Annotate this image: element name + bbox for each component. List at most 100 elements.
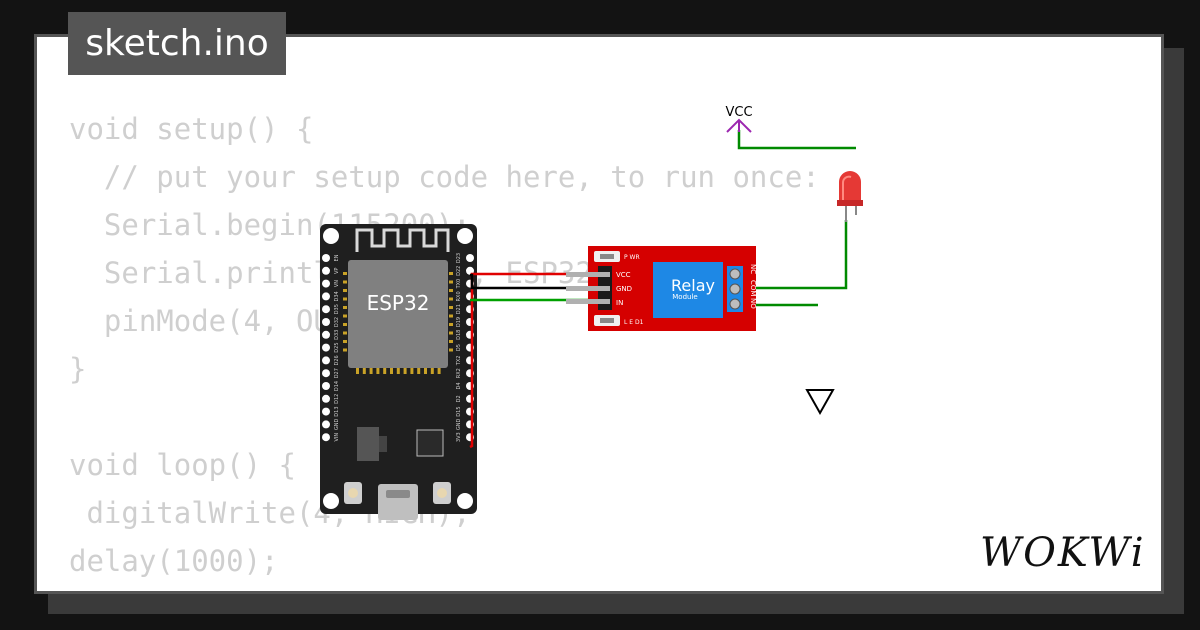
esp32-pin-left[interactable] bbox=[322, 254, 330, 262]
chip-pin bbox=[430, 368, 434, 374]
esp32-pin-left[interactable] bbox=[322, 343, 330, 352]
chip-pin bbox=[343, 314, 347, 318]
esp32-pin-label: EN bbox=[334, 254, 340, 261]
esp32-pin-label: 3V3 bbox=[456, 432, 462, 442]
chip-pin bbox=[449, 306, 453, 309]
esp32-pin-label: D14 bbox=[334, 381, 340, 391]
esp32-pin-right[interactable] bbox=[466, 254, 474, 262]
chip-pin bbox=[343, 306, 347, 309]
chip-pin bbox=[343, 289, 347, 292]
chip-pin bbox=[383, 368, 387, 374]
chip-pin bbox=[396, 368, 400, 374]
esp32-pin-label: D35 bbox=[334, 304, 340, 314]
esp32-pin-label: D18 bbox=[456, 330, 462, 340]
esp32-right-pin-labels: D23D22TX0RX0D21D19D18D5TX2RX2D4D2D15GND3… bbox=[456, 253, 462, 442]
antenna-trace bbox=[355, 228, 450, 252]
esp32-left-pin-labels: ENVPVND34D35D32D33D25D26D27D14D12D13GNDV… bbox=[334, 254, 340, 441]
red-led[interactable] bbox=[837, 171, 863, 222]
relay-box bbox=[653, 262, 723, 318]
chip-pin bbox=[376, 368, 380, 374]
vcc-symbol[interactable]: VCC bbox=[725, 105, 753, 133]
terminal-com: COM bbox=[749, 280, 757, 296]
esp32-pin-label: D15 bbox=[456, 406, 462, 416]
svg-text:WOKWi: WOKWi bbox=[980, 530, 1146, 576]
chip-pin bbox=[449, 280, 453, 284]
chip-pin bbox=[343, 297, 347, 301]
esp32-pin-left[interactable] bbox=[322, 394, 330, 403]
esp32-pin-left[interactable] bbox=[322, 407, 330, 416]
chip-pin bbox=[417, 368, 421, 374]
code-line: void loop() { bbox=[69, 448, 296, 482]
chip-pin bbox=[449, 314, 453, 318]
chip-pin bbox=[403, 368, 407, 374]
esp32-pin-label: D23 bbox=[456, 253, 462, 263]
esp32-pin-label: TX0 bbox=[456, 279, 462, 290]
code-line: } bbox=[69, 352, 87, 386]
wire-vcc-red bbox=[469, 272, 600, 449]
esp32-pin-label: RX0 bbox=[456, 291, 462, 301]
chip-pin bbox=[343, 323, 347, 326]
esp32-pin-left[interactable] bbox=[322, 318, 330, 326]
relay-title: Relay bbox=[671, 276, 715, 295]
relay-subtitle: Module bbox=[672, 293, 697, 301]
esp32-pin-label: D27 bbox=[334, 368, 340, 378]
esp32-pin-left[interactable] bbox=[322, 433, 330, 442]
wokwi-logo: WOKWi bbox=[980, 530, 1146, 576]
chip-pin bbox=[369, 368, 373, 374]
esp32-pin-label: D2 bbox=[456, 395, 462, 402]
chip-pin bbox=[356, 368, 359, 374]
ground-symbol[interactable] bbox=[805, 389, 835, 416]
relay-module[interactable]: P WR L E D1 VCC GND IN Relay Module NC C… bbox=[566, 246, 757, 331]
relay-pin-gnd: GND bbox=[616, 285, 632, 293]
esp32-pin-left[interactable] bbox=[322, 305, 330, 314]
esp32-pin-left[interactable] bbox=[322, 279, 330, 288]
esp32-pin-label: D12 bbox=[334, 394, 340, 404]
wire-gnd-black bbox=[470, 273, 600, 290]
terminal-no: NO bbox=[749, 298, 757, 309]
esp32-pin-left[interactable] bbox=[322, 356, 330, 365]
esp32-pin-left[interactable] bbox=[322, 292, 330, 301]
esp32-chip-pins bbox=[343, 272, 453, 374]
esp32-pin-left[interactable] bbox=[322, 266, 330, 275]
esp32-pin-left[interactable] bbox=[322, 330, 330, 339]
chip-pin bbox=[343, 331, 347, 335]
chip-pin bbox=[410, 368, 414, 374]
vcc-label: VCC bbox=[725, 105, 752, 120]
terminal-nc: NC bbox=[749, 264, 757, 274]
chip-pin bbox=[362, 368, 366, 374]
usb-port bbox=[378, 484, 418, 520]
esp32-pin-label: D33 bbox=[334, 330, 340, 340]
wire-com-led bbox=[738, 220, 848, 290]
code-line: digitalWrite(4, HIGH); bbox=[69, 496, 471, 530]
esp32-pin-label: D25 bbox=[334, 342, 340, 352]
esp32-pin-label: D22 bbox=[456, 266, 462, 276]
esp32-pin-label: VP bbox=[334, 268, 340, 274]
esp32-pin-label: D19 bbox=[456, 317, 462, 327]
relay-pin-vcc: VCC bbox=[616, 271, 631, 279]
esp32-pin-label: D13 bbox=[334, 406, 340, 416]
esp32-pin-label: GND bbox=[456, 419, 462, 431]
led1-label: L E D1 bbox=[624, 319, 644, 326]
chip-pin bbox=[424, 368, 427, 374]
esp32-pin-left[interactable] bbox=[322, 420, 330, 429]
esp32-pin-label: D32 bbox=[334, 317, 340, 327]
esp32-pin-label: VN bbox=[334, 280, 340, 287]
esp32-pin-left[interactable] bbox=[322, 382, 330, 390]
code-line: // put your setup code here, to run once… bbox=[69, 160, 820, 194]
esp32-pin-label: TX2 bbox=[456, 356, 462, 367]
esp32-board[interactable]: ESP32 ENVPVND34D35D32D33D25D26D27D14D12D… bbox=[320, 224, 477, 520]
chip-pin bbox=[449, 323, 453, 326]
chip-pin bbox=[343, 280, 347, 284]
esp32-chip bbox=[348, 260, 448, 368]
chip-pin bbox=[437, 368, 441, 374]
chip-pin bbox=[449, 289, 453, 292]
pwr-label: P WR bbox=[624, 254, 640, 261]
wire-vcc-led bbox=[737, 130, 856, 150]
esp32-pin-left[interactable] bbox=[322, 369, 330, 378]
sketch-title: sketch.ino bbox=[68, 12, 286, 75]
chip-pin bbox=[390, 368, 393, 374]
usb-uart-chip bbox=[416, 429, 444, 457]
chip-pin bbox=[343, 340, 347, 343]
chip-pin bbox=[449, 272, 453, 275]
